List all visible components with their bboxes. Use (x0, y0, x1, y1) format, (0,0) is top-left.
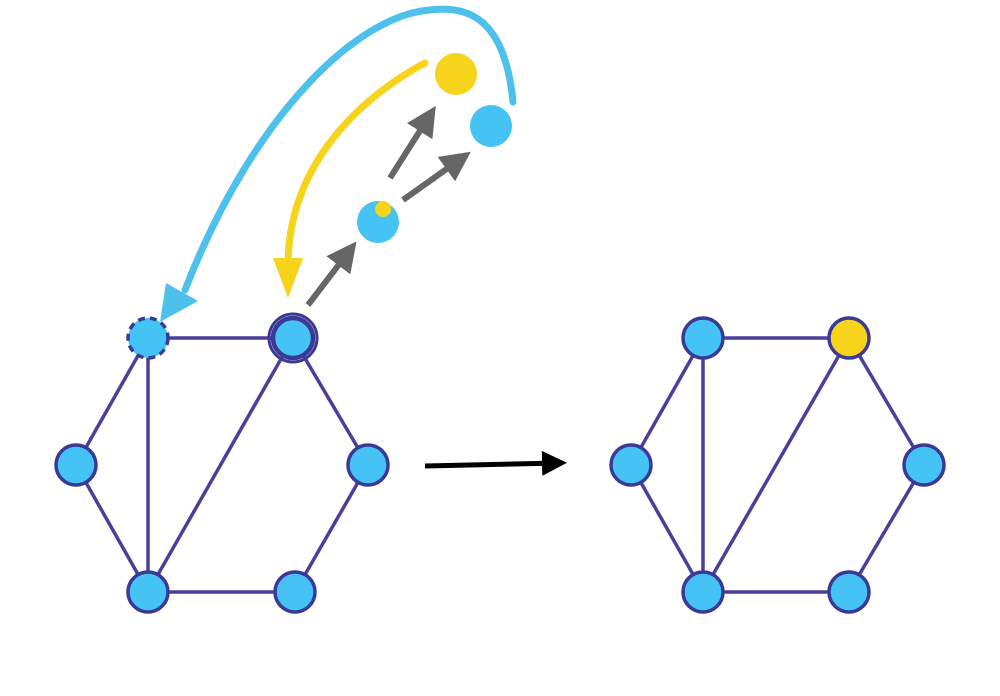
gray-arrow-to-mixed (305, 241, 357, 307)
mixed-node-yellow-dot (375, 201, 391, 217)
node-a (126, 316, 170, 360)
node-d (902, 443, 946, 487)
edge-b-e (146, 337, 295, 593)
node-d (346, 443, 390, 487)
edge-d-f (293, 464, 370, 593)
yellow-result-node (435, 53, 477, 95)
node-a (681, 316, 725, 360)
edge-c-e (629, 464, 705, 593)
blue-result-node (470, 105, 512, 147)
node-c (609, 443, 653, 487)
gray-arrow-to-yellow (387, 105, 436, 180)
edge-c-e (74, 464, 150, 593)
gray-arrow-to-blue (401, 151, 471, 203)
node-e (126, 570, 170, 614)
output-graph (609, 316, 946, 614)
blue-curved-arrow (181, 5, 517, 294)
edge-d-f (847, 464, 926, 593)
node-f (273, 570, 317, 614)
node-e (681, 570, 725, 614)
yellow-arrowhead (273, 258, 303, 298)
transform-arrow (424, 450, 567, 476)
edge-a-c (629, 337, 705, 466)
edge-a-c (74, 337, 150, 466)
node-b (270, 315, 316, 361)
node-b-outer-ring (267, 312, 319, 364)
blue-arrowhead (160, 283, 198, 322)
node-f (827, 570, 871, 614)
node-b (827, 316, 871, 360)
edge-b-d (847, 337, 926, 466)
input-graph (54, 312, 390, 614)
yellow-curved-arrow (284, 59, 429, 266)
edge-b-e (701, 337, 851, 593)
node-c (54, 443, 98, 487)
